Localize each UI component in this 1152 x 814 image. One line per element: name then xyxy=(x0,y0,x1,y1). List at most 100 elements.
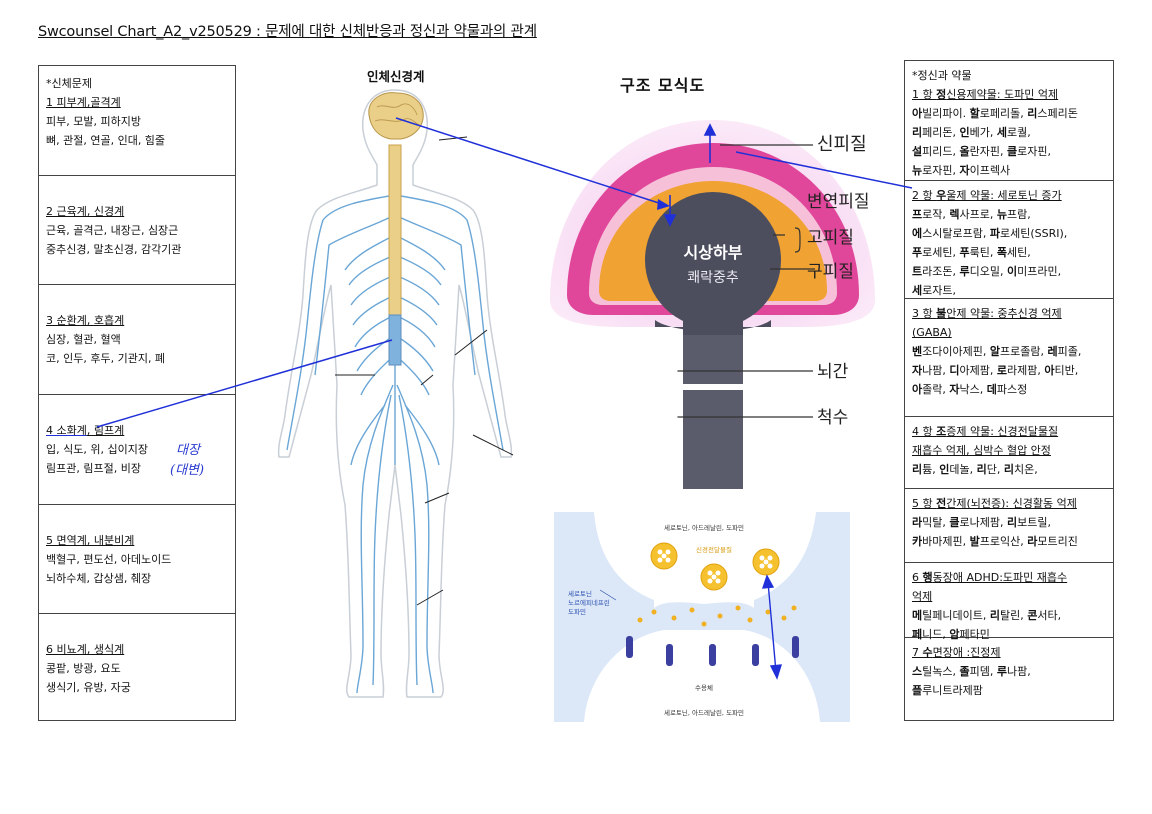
hypothalamus-label: 시상하부 xyxy=(684,243,743,262)
drug-text: 졸락, xyxy=(922,383,950,396)
drug-text: 티반, xyxy=(1054,364,1079,377)
receptors xyxy=(626,636,799,666)
hypothalamus xyxy=(645,192,781,328)
section-heading: 6 비뇨계, 생식계 xyxy=(46,643,125,656)
drug-text: 로나제팜, xyxy=(959,516,1007,529)
drug-initial: 뉴 xyxy=(996,208,1007,221)
drug-initial: 아 xyxy=(912,107,923,120)
drug-initial: 자 xyxy=(912,364,923,377)
archicortex-label: 구피질 xyxy=(807,262,854,282)
drug-initial: 푸 xyxy=(912,246,923,259)
drug-section-heading: 1 항 정신용제약물: 도파민 억제 xyxy=(912,85,1109,104)
drug-list-line: 아졸락, 자낙스, 데파스정 xyxy=(912,380,1109,399)
drug-text: 조다이아제핀, xyxy=(922,345,990,358)
drug-text: 로자트, xyxy=(922,284,956,297)
heading-prefix: 6 xyxy=(912,571,923,584)
drugs-header: *정신과 약물 xyxy=(912,69,972,82)
drug-initial: 할 xyxy=(969,107,980,120)
drug-initial: 트 xyxy=(912,265,923,278)
drug-text: 믹탈, xyxy=(922,516,950,529)
drug-initial: 폭 xyxy=(996,246,1007,259)
limbic-label: 변연피질 xyxy=(807,192,870,212)
body-systems-cell-5: 5 면역계, 내분비계 백혈구, 편도선, 아데노이드 뇌하수체, 갑상샘, 췌… xyxy=(39,505,235,614)
heading-initial: 불 xyxy=(936,307,947,320)
drug-initial: 루 xyxy=(959,265,970,278)
drug-text: 니드, xyxy=(922,628,950,641)
spinal-cord-lower xyxy=(388,314,402,366)
receptor xyxy=(666,644,673,666)
drug-section-heading: 2 항 우울제 약물: 세로토닌 증가 xyxy=(912,186,1109,205)
presynaptic-terminal xyxy=(594,512,816,608)
side-label-3: 도파민 xyxy=(568,607,586,616)
drug-initial: 로 xyxy=(996,364,1007,377)
section-heading: 2 근육계, 신경계 xyxy=(46,205,125,218)
drug-section-heading-cont: (GABA) xyxy=(912,326,952,339)
synapse-diagram: 세로토닌, 아드레날린, 도파민 신경전달물질 세로토닌 노르에피네프린 도파민… xyxy=(554,512,850,722)
spinal-cord-label: 척수 xyxy=(817,408,848,428)
chart-title: Swcounsel Chart_A2_v250529 : 문제에 대한 신체반응… xyxy=(38,24,537,40)
drug-initial: 루 xyxy=(996,665,1007,678)
section-heading: 3 순환계, 호흡계 xyxy=(46,314,125,327)
handwritten-line: 대장 xyxy=(176,443,200,458)
drug-initial: 벤 xyxy=(912,345,923,358)
drug-initial: 리 xyxy=(976,463,987,476)
drug-text: 서타, xyxy=(1037,609,1062,622)
section-line: 입, 식도, 위, 십이지장 xyxy=(46,443,148,456)
drug-text: 베가, xyxy=(969,126,997,139)
drug-list-line: 스틸녹스, 졸피뎀, 루나팜, xyxy=(912,662,1109,681)
heading-rest: 증제 약물: 신경전달물질 xyxy=(946,425,1059,438)
heading-initial: 조 xyxy=(936,425,947,438)
drug-initial: 푸 xyxy=(959,246,970,259)
drug-initial: 자 xyxy=(949,383,960,396)
drug-text: 나팜, xyxy=(1006,665,1031,678)
paleocortex-label: 고피질 xyxy=(807,228,854,248)
drug-initial: 라 xyxy=(912,516,923,529)
drug-initial: 플 xyxy=(912,684,923,697)
drug-text: 탈린, xyxy=(999,609,1028,622)
drug-initial: 레 xyxy=(1047,345,1058,358)
drug-text: 로자핀, xyxy=(922,164,960,177)
heading-rest: 간제(뇌전증): 신경활동 억제 xyxy=(946,497,1077,510)
drug-initial: 리 xyxy=(912,126,923,139)
drug-text: 피졸, xyxy=(1057,345,1082,358)
section-heading: 4 소화계, 림프계 xyxy=(46,421,229,440)
receptor xyxy=(752,644,759,666)
heading-initial: 수 xyxy=(922,646,933,659)
drug-section-heading: 6 행동장애 ADHD:도파민 재흡수 xyxy=(912,568,1109,587)
handwritten-note: 대장 (대변) xyxy=(170,441,204,481)
drug-text: 디오밀, xyxy=(969,265,1007,278)
drug-text: 틸페니데이트, xyxy=(922,609,990,622)
drug-text: 틸녹스, xyxy=(922,665,960,678)
drug-text: 스시탈로프람, xyxy=(922,227,990,240)
diagram-arrows xyxy=(663,123,717,227)
brain-structure-diagram: 신피질 변연피질 고피질 구피질 시상하부 쾌락중추 뇌간 척수 xyxy=(550,120,875,489)
section-heading: 5 면역계, 내분비계 xyxy=(46,534,135,547)
drug-initial: 데 xyxy=(986,383,997,396)
drug-text: 보트릴, xyxy=(1017,516,1051,529)
drug-text: 피리드, xyxy=(922,145,960,158)
drug-initial: 스 xyxy=(912,665,923,678)
synapse-bottom-label: 세로토닌, 아드레날린, 도파민 xyxy=(664,708,744,717)
drug-text: 빌리파이. xyxy=(922,107,970,120)
heading-rest: 면장애 :진정제 xyxy=(932,646,1001,659)
drug-text: 프로졸람, xyxy=(999,345,1048,358)
nervous-system-title: 인체신경계 xyxy=(367,69,425,84)
drug-text: 단, xyxy=(986,463,1004,476)
drug-initial: 알 xyxy=(989,345,1000,358)
drug-initial: 졸 xyxy=(959,665,970,678)
body-systems-cell-1: *신체문제 1 피부계,골격계 피부, 모발, 피하지방 뼈, 관절, 연골, … xyxy=(39,66,235,176)
drug-initial: 자 xyxy=(959,164,970,177)
drug-section-heading: 3 항 불안제 약물: 중추신경 억제 xyxy=(912,304,1109,323)
drug-text: 데놀, xyxy=(949,463,977,476)
section-line: 중추신경, 말초신경, 감각기관 xyxy=(46,243,182,256)
drug-initial: 설 xyxy=(912,145,923,158)
drug-list-line: 푸로세틴, 푸룩틴, 폭세틴, xyxy=(912,243,1109,262)
body-systems-panel: *신체문제 1 피부계,골격계 피부, 모발, 피하지방 뼈, 관절, 연골, … xyxy=(38,65,236,721)
drug-list-line: 프로작, 렉사프로, 뉴프람, xyxy=(912,205,1109,224)
drug-text: 사프로, xyxy=(959,208,997,221)
heading-initial: 정 xyxy=(936,88,947,101)
drug-list-line: 에스시탈로프람, 파로세틴(SSRI), xyxy=(912,224,1109,243)
